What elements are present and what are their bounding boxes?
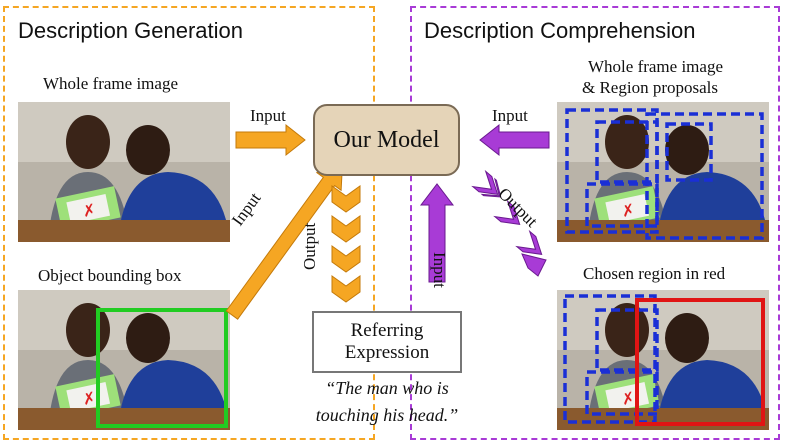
output-chevrons-down — [331, 185, 361, 303]
region-proposal-box — [645, 112, 764, 240]
region-proposal-box — [565, 108, 659, 234]
svg-text:✗: ✗ — [81, 202, 98, 221]
description-comprehension-panel — [410, 6, 780, 440]
referring-line1: Referring — [350, 320, 424, 341]
region-proposals-photo: ✗ — [557, 102, 769, 242]
description-generation-panel — [3, 6, 375, 440]
our-model-box: Our Model — [313, 104, 460, 176]
input-arrow-left — [479, 123, 550, 157]
input-arrow-up — [419, 183, 455, 283]
our-model-label: Our Model — [333, 126, 440, 153]
output-label-vertical: Output — [300, 222, 319, 270]
input-label-vertical: Input — [430, 252, 449, 288]
input-arrow-diagonal — [225, 162, 344, 320]
referring-expression-box: Referring Expression — [312, 311, 462, 373]
svg-text:✗: ✗ — [620, 390, 637, 409]
whole-frame-photo: ✗ — [18, 102, 230, 242]
region-proposal-box — [585, 182, 659, 228]
bbox-label: Object bounding box — [38, 266, 182, 285]
chosen-region-label: Chosen region in red — [583, 264, 726, 283]
region-proposal-box — [665, 122, 713, 182]
comprehension-title: Description Comprehension — [424, 18, 696, 43]
input-label-top-left: Input — [250, 106, 286, 125]
quote-line1: “The man who is — [325, 378, 449, 398]
chosen-region-photo: ✗ — [557, 290, 769, 430]
generation-title: Description Generation — [18, 18, 244, 43]
referring-line2: Expression — [344, 342, 430, 363]
svg-text:✗: ✗ — [81, 390, 98, 409]
svg-text:✗: ✗ — [620, 202, 637, 221]
proposals-label-line1: Whole frame image — [588, 57, 723, 76]
object-bounding-box — [96, 308, 228, 428]
region-proposal-box — [563, 294, 657, 424]
input-label-top-right: Input — [492, 106, 528, 125]
bbox-photo: ✗ — [18, 290, 230, 430]
chosen-region-box — [635, 298, 765, 426]
output-chevrons-diagonal — [471, 169, 547, 277]
region-proposal-box — [585, 370, 659, 416]
quote-line2: touching his head.” — [315, 405, 459, 425]
region-proposal-box — [595, 308, 659, 372]
whole-frame-label: Whole frame image — [43, 74, 178, 93]
proposals-label-line2: & Region proposals — [582, 78, 718, 97]
region-proposal-box — [595, 120, 659, 184]
input-arrow-horizontal — [235, 123, 306, 157]
